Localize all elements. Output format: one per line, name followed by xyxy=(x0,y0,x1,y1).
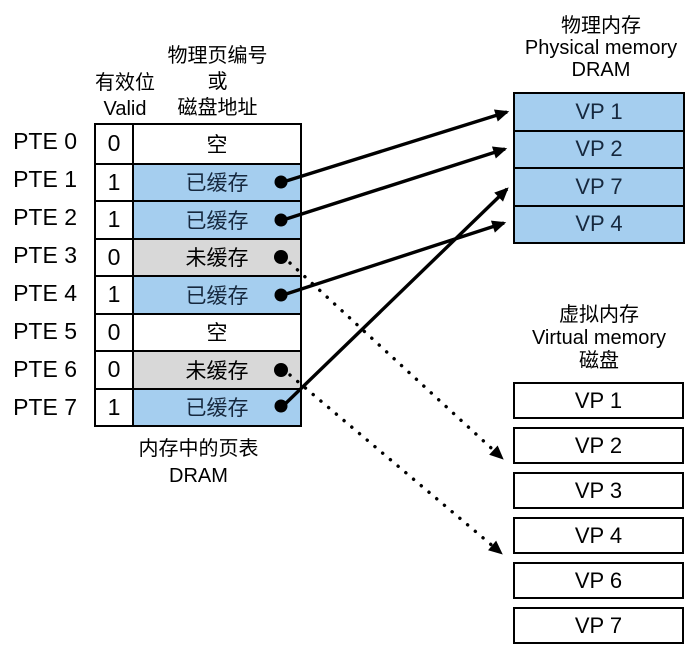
pte-1-label: PTE 1 xyxy=(13,166,77,193)
arrow-pte7-to-vp7 xyxy=(281,187,509,408)
virtual-memory-title-disk: 磁盘 xyxy=(579,350,619,372)
pte-2-value-cell: 已缓存 xyxy=(132,200,300,238)
virtual-memory-title: 虚拟内存 Virtual memory 磁盘 xyxy=(503,304,695,373)
page-table-caption-zh: 内存中的页表 xyxy=(138,438,259,460)
arrow-pte4-to-vp4 xyxy=(282,220,507,297)
pte-6-valid-bit: 0 xyxy=(96,350,132,388)
pte-1-valid-bit: 1 xyxy=(96,162,132,200)
pte-0-value-cell: 空 xyxy=(132,125,300,163)
physical-page-vp2: VP 2 xyxy=(513,129,685,169)
dotted-arrow-pte3-to-vp3 xyxy=(288,261,504,460)
valid-column-header: 有效位 Valid xyxy=(87,70,163,122)
virtual-page-vp6: VP 6 xyxy=(513,562,684,599)
virtual-page-vp4: VP 4 xyxy=(513,517,684,554)
virtual-memory-title-en: Virtual memory xyxy=(531,327,667,349)
page-table: 0 空 1 已缓存 1 已缓存 0 未缓存 1 已缓存 0 空 0 未缓存 1 … xyxy=(94,123,302,427)
pte-7-value-cell: 已缓存 xyxy=(132,387,300,425)
physical-memory-title-dram: DRAM xyxy=(571,59,631,81)
address-column-header: 物理页编号 或 磁盘地址 xyxy=(130,43,305,121)
physical-page-vp4: VP 4 xyxy=(513,204,685,244)
page-table-caption: 内存中的页表 DRAM xyxy=(94,436,303,490)
physical-page-vp1: VP 1 xyxy=(513,92,685,132)
page-table-caption-dram: DRAM xyxy=(169,465,228,487)
valid-header-en: Valid xyxy=(103,98,147,120)
address-header-line-2: 或 xyxy=(207,71,228,93)
pte-4-value-cell: 已缓存 xyxy=(132,275,300,313)
valid-header-zh: 有效位 xyxy=(95,72,155,94)
pte-2-valid-bit: 1 xyxy=(96,200,132,238)
physical-memory-title: 物理内存 Physical memory DRAM xyxy=(505,15,697,81)
pte-5-value-cell: 空 xyxy=(132,312,300,350)
physical-memory-title-zh: 物理内存 xyxy=(561,15,641,37)
pte-7-label: PTE 7 xyxy=(13,393,77,420)
pte-7-valid-bit: 1 xyxy=(96,387,132,425)
pte-3-valid-bit: 0 xyxy=(96,237,132,275)
address-header-line-1: 物理页编号 xyxy=(167,45,268,67)
pte-2-label: PTE 2 xyxy=(13,204,77,231)
pte-3-value-cell: 未缓存 xyxy=(132,237,300,275)
pte-4-label: PTE 4 xyxy=(13,280,77,306)
physical-memory-stack: VP 1 VP 2 VP 7 VP 4 xyxy=(513,92,685,244)
pte-6-value-cell: 未缓存 xyxy=(132,350,300,388)
arrow-pte1-to-vp1 xyxy=(282,109,510,184)
pte-1-value-cell: 已缓存 xyxy=(132,162,300,200)
pte-0-valid-bit: 0 xyxy=(96,125,132,163)
pte-4-valid-bit: 1 xyxy=(96,275,132,313)
physical-memory-title-en: Physical memory xyxy=(524,37,678,59)
dotted-arrow-pte6-to-vp6 xyxy=(288,373,503,555)
pte-0-label: PTE 0 xyxy=(13,128,77,155)
virtual-page-vp7: VP 7 xyxy=(513,607,684,644)
pte-5-valid-bit: 0 xyxy=(96,312,132,350)
pte-5-label: PTE 5 xyxy=(13,317,77,344)
pte-6-label: PTE 6 xyxy=(13,355,77,382)
physical-page-vp7: VP 7 xyxy=(513,167,685,207)
arrow-pte2-to-vp2 xyxy=(282,146,508,222)
virtual-page-vp1: VP 1 xyxy=(513,382,684,419)
address-header-line-3: 磁盘地址 xyxy=(177,97,258,119)
virtual-memory-title-zh: 虚拟内存 xyxy=(559,304,639,326)
virtual-page-vp2: VP 2 xyxy=(513,427,684,464)
pte-label-column: PTE 0 PTE 1 PTE 2 PTE 3 PTE 4 PTE 5 PTE … xyxy=(0,123,86,426)
virtual-page-vp3: VP 3 xyxy=(513,472,684,509)
pte-3-label: PTE 3 xyxy=(13,242,77,269)
virtual-memory-stack: VP 1 VP 2 VP 3 VP 4 VP 6 VP 7 xyxy=(513,382,684,644)
